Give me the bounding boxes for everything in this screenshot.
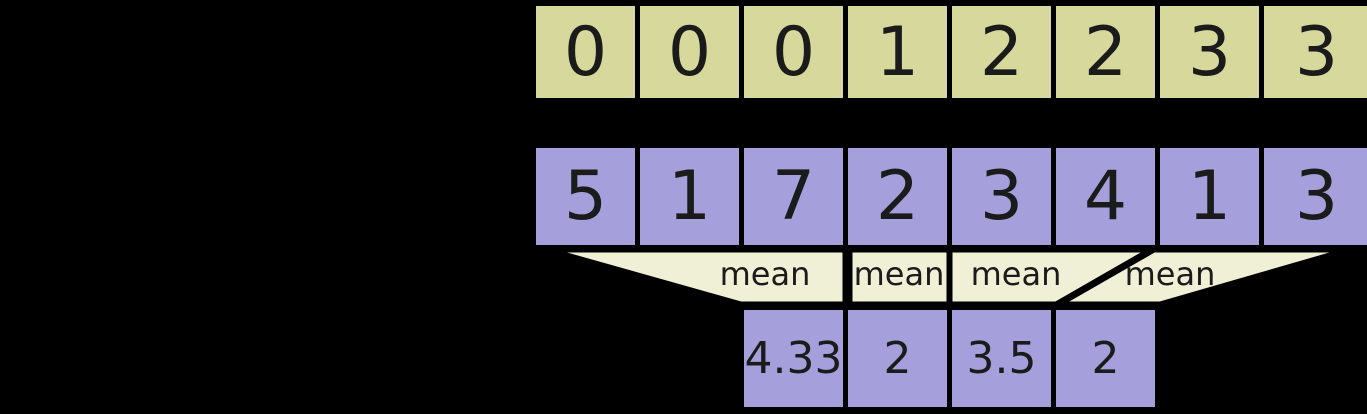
segment-id-cell: 0: [739, 1, 848, 103]
segment-id-cell: 0: [531, 1, 640, 103]
data-cell: 4: [1051, 143, 1160, 250]
segment-id-cell: 1: [843, 1, 952, 103]
segment-id-cell: 0: [635, 1, 744, 103]
result-cell: 4.33: [739, 305, 848, 412]
segment-id-cell: 2: [1051, 1, 1160, 103]
mean-operator-label: mean: [719, 255, 811, 293]
result-cell: 2: [843, 305, 952, 412]
data-cell: 7: [739, 143, 848, 250]
data-cell: 1: [1155, 143, 1264, 250]
data-cell: 3: [1259, 143, 1367, 250]
mean-operator-label: mean: [970, 255, 1062, 293]
segment-id-cell: 3: [1259, 1, 1367, 103]
segment-id-cell: 2: [947, 1, 1056, 103]
segment-id-cell: 3: [1155, 1, 1264, 103]
data-cell: 1: [635, 143, 744, 250]
mean-operator-label: mean: [1124, 255, 1216, 293]
mean-operator-label: mean: [853, 255, 945, 293]
data-cell: 3: [947, 143, 1056, 250]
data-cell: 5: [531, 143, 640, 250]
result-cell: 2: [1051, 305, 1160, 412]
data-cell: 2: [843, 143, 952, 250]
result-cell: 3.5: [947, 305, 1056, 412]
